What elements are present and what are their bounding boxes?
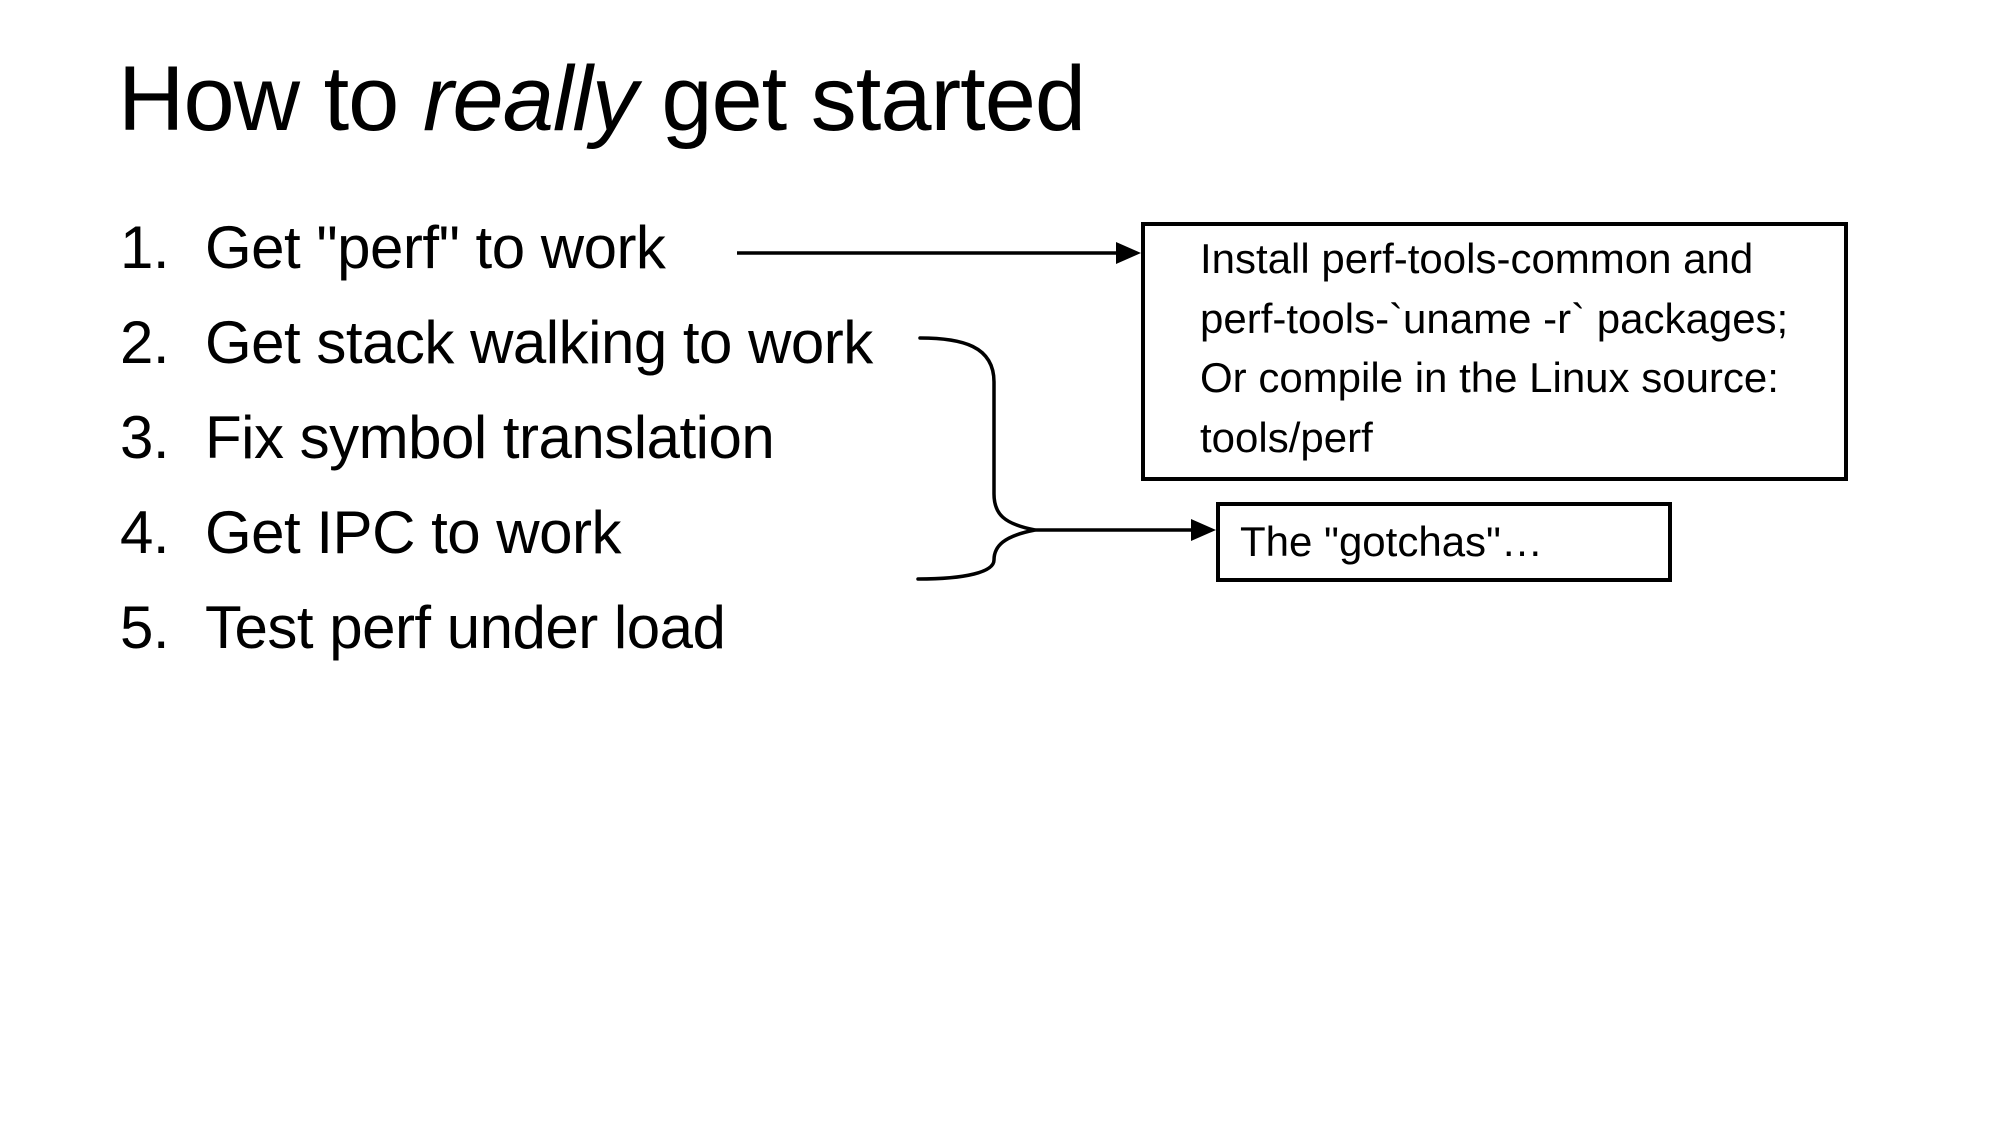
arrow-brace-to-gotchas-box-icon	[1035, 519, 1216, 541]
title-text-suffix: get started	[636, 48, 1086, 150]
title-text-prefix: How to	[118, 48, 423, 150]
list-item-3: 3. Fix symbol translation	[120, 390, 873, 485]
list-item-number: 3.	[120, 404, 170, 471]
install-box-line: Install perf-tools-common and	[1200, 235, 1754, 282]
curly-brace-items-2-4-icon	[916, 336, 1036, 581]
page-title: How to really get started	[118, 53, 1086, 145]
list-item-text: Test perf under load	[205, 594, 726, 661]
list-item-text: Get stack walking to work	[205, 309, 873, 376]
install-callout-box: Install perf-tools-common and perf-tools…	[1141, 222, 1848, 481]
install-box-line: tools/perf	[1200, 413, 1373, 461]
list-item-number: 2.	[120, 309, 170, 376]
list-item-text: Get "perf" to work	[205, 214, 666, 281]
list-item-1: 1. Get "perf" to work	[120, 200, 873, 295]
list-item-text: Fix symbol translation	[205, 404, 775, 471]
list-item-number: 5.	[120, 594, 170, 661]
list-item-2: 2. Get stack walking to work	[120, 295, 873, 390]
gotchas-box-text: The "gotchas"…	[1240, 518, 1543, 565]
title-text-emphasis: really	[422, 48, 638, 150]
list-item-number: 1.	[120, 214, 170, 281]
install-box-line: Or compile in the Linux source:	[1200, 354, 1779, 401]
list-item-5: 5. Test perf under load	[120, 580, 873, 675]
list-item-number: 4.	[120, 499, 170, 566]
numbered-list: 1. Get "perf" to work 2. Get stack walki…	[120, 200, 873, 675]
list-item-4: 4. Get IPC to work	[120, 485, 873, 580]
install-box-line: perf-tools-`uname -r` packages;	[1200, 294, 1789, 342]
list-item-text: Get IPC to work	[205, 499, 621, 566]
gotchas-callout-box: The "gotchas"…	[1216, 502, 1672, 582]
